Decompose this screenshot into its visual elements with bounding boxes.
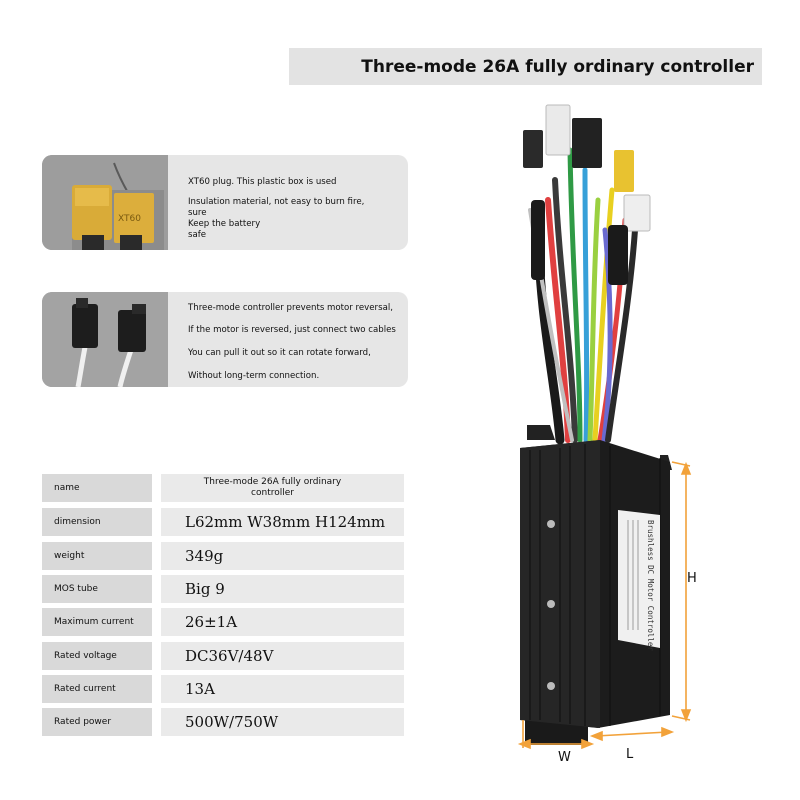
- spec-name: name: [42, 474, 152, 502]
- spec-row: Maximum current 26±1A: [42, 608, 404, 636]
- spec-value: 349g: [161, 542, 404, 570]
- plug-label: XT60: [118, 214, 141, 224]
- feature-line: Three-mode controller prevents motor rev…: [188, 303, 393, 313]
- feature-line: You can pull it out so it can rotate for…: [188, 348, 371, 358]
- feature-line: XT60 plug. This plastic box is used: [188, 177, 337, 187]
- product-label-sticker: [618, 510, 660, 648]
- feature-line: If the motor is reversed, just connect t…: [188, 325, 396, 335]
- wire-bundle: [528, 147, 638, 445]
- feature-description: XT60 plug. This plastic box is used Insu…: [188, 155, 408, 250]
- feature-line: Without long-term connection.: [188, 371, 320, 381]
- spec-name: MOS tube: [42, 575, 152, 603]
- spec-row: Rated current 13A: [42, 675, 404, 703]
- feature-line: safe: [188, 230, 207, 240]
- spec-value: Three-mode 26A fully ordinary controller: [161, 474, 404, 502]
- spec-row: Rated power 500W/750W: [42, 708, 404, 736]
- length-label: L: [626, 747, 634, 762]
- xt60-plug-icon: XT60: [42, 155, 168, 250]
- spec-row: name Three-mode 26A fully ordinary contr…: [42, 474, 404, 502]
- spec-name: Rated voltage: [42, 642, 152, 670]
- spec-name: Maximum current: [42, 608, 152, 636]
- spec-row: Rated voltage DC36V/48V: [42, 642, 404, 670]
- feature-line: sure: [188, 208, 207, 218]
- feature-line: Keep the battery: [188, 219, 261, 229]
- spec-value: 500W/750W: [161, 708, 404, 736]
- spec-row: weight 349g: [42, 542, 404, 570]
- height-label: H: [687, 571, 697, 586]
- product-label: Brushless DC Motor Controller: [646, 520, 655, 651]
- connector-thumbnail: [42, 292, 168, 387]
- spec-name: Rated current: [42, 675, 152, 703]
- feature-line: Insulation material, not easy to burn fi…: [188, 197, 365, 207]
- dimension-arrows: [517, 461, 692, 750]
- controller-body: [520, 440, 670, 728]
- spec-row: dimension L62mm W38mm H124mm: [42, 508, 404, 536]
- spec-value: Big 9: [161, 575, 404, 603]
- spec-name: Rated power: [42, 708, 152, 736]
- feature-description: Three-mode controller prevents motor rev…: [188, 292, 408, 387]
- spec-name: dimension: [42, 508, 152, 536]
- spec-row: MOS tube Big 9: [42, 575, 404, 603]
- reverse-connector-icon: [42, 292, 168, 387]
- spec-value: DC36V/48V: [161, 642, 404, 670]
- spec-value: 13A: [161, 675, 404, 703]
- spec-value: L62mm W38mm H124mm: [161, 508, 404, 536]
- feature-card-reverse: Three-mode controller prevents motor rev…: [42, 292, 408, 387]
- width-label: W: [558, 750, 571, 765]
- spec-value: 26±1A: [161, 608, 404, 636]
- spec-name: weight: [42, 542, 152, 570]
- feature-card-xt60: XT60 XT60 plug. This plastic box is used…: [42, 155, 408, 250]
- xt60-plug-thumbnail: XT60: [42, 155, 168, 250]
- title-banner: Three-mode 26A fully ordinary controller: [289, 48, 762, 85]
- page-title: Three-mode 26A fully ordinary controller: [361, 56, 754, 77]
